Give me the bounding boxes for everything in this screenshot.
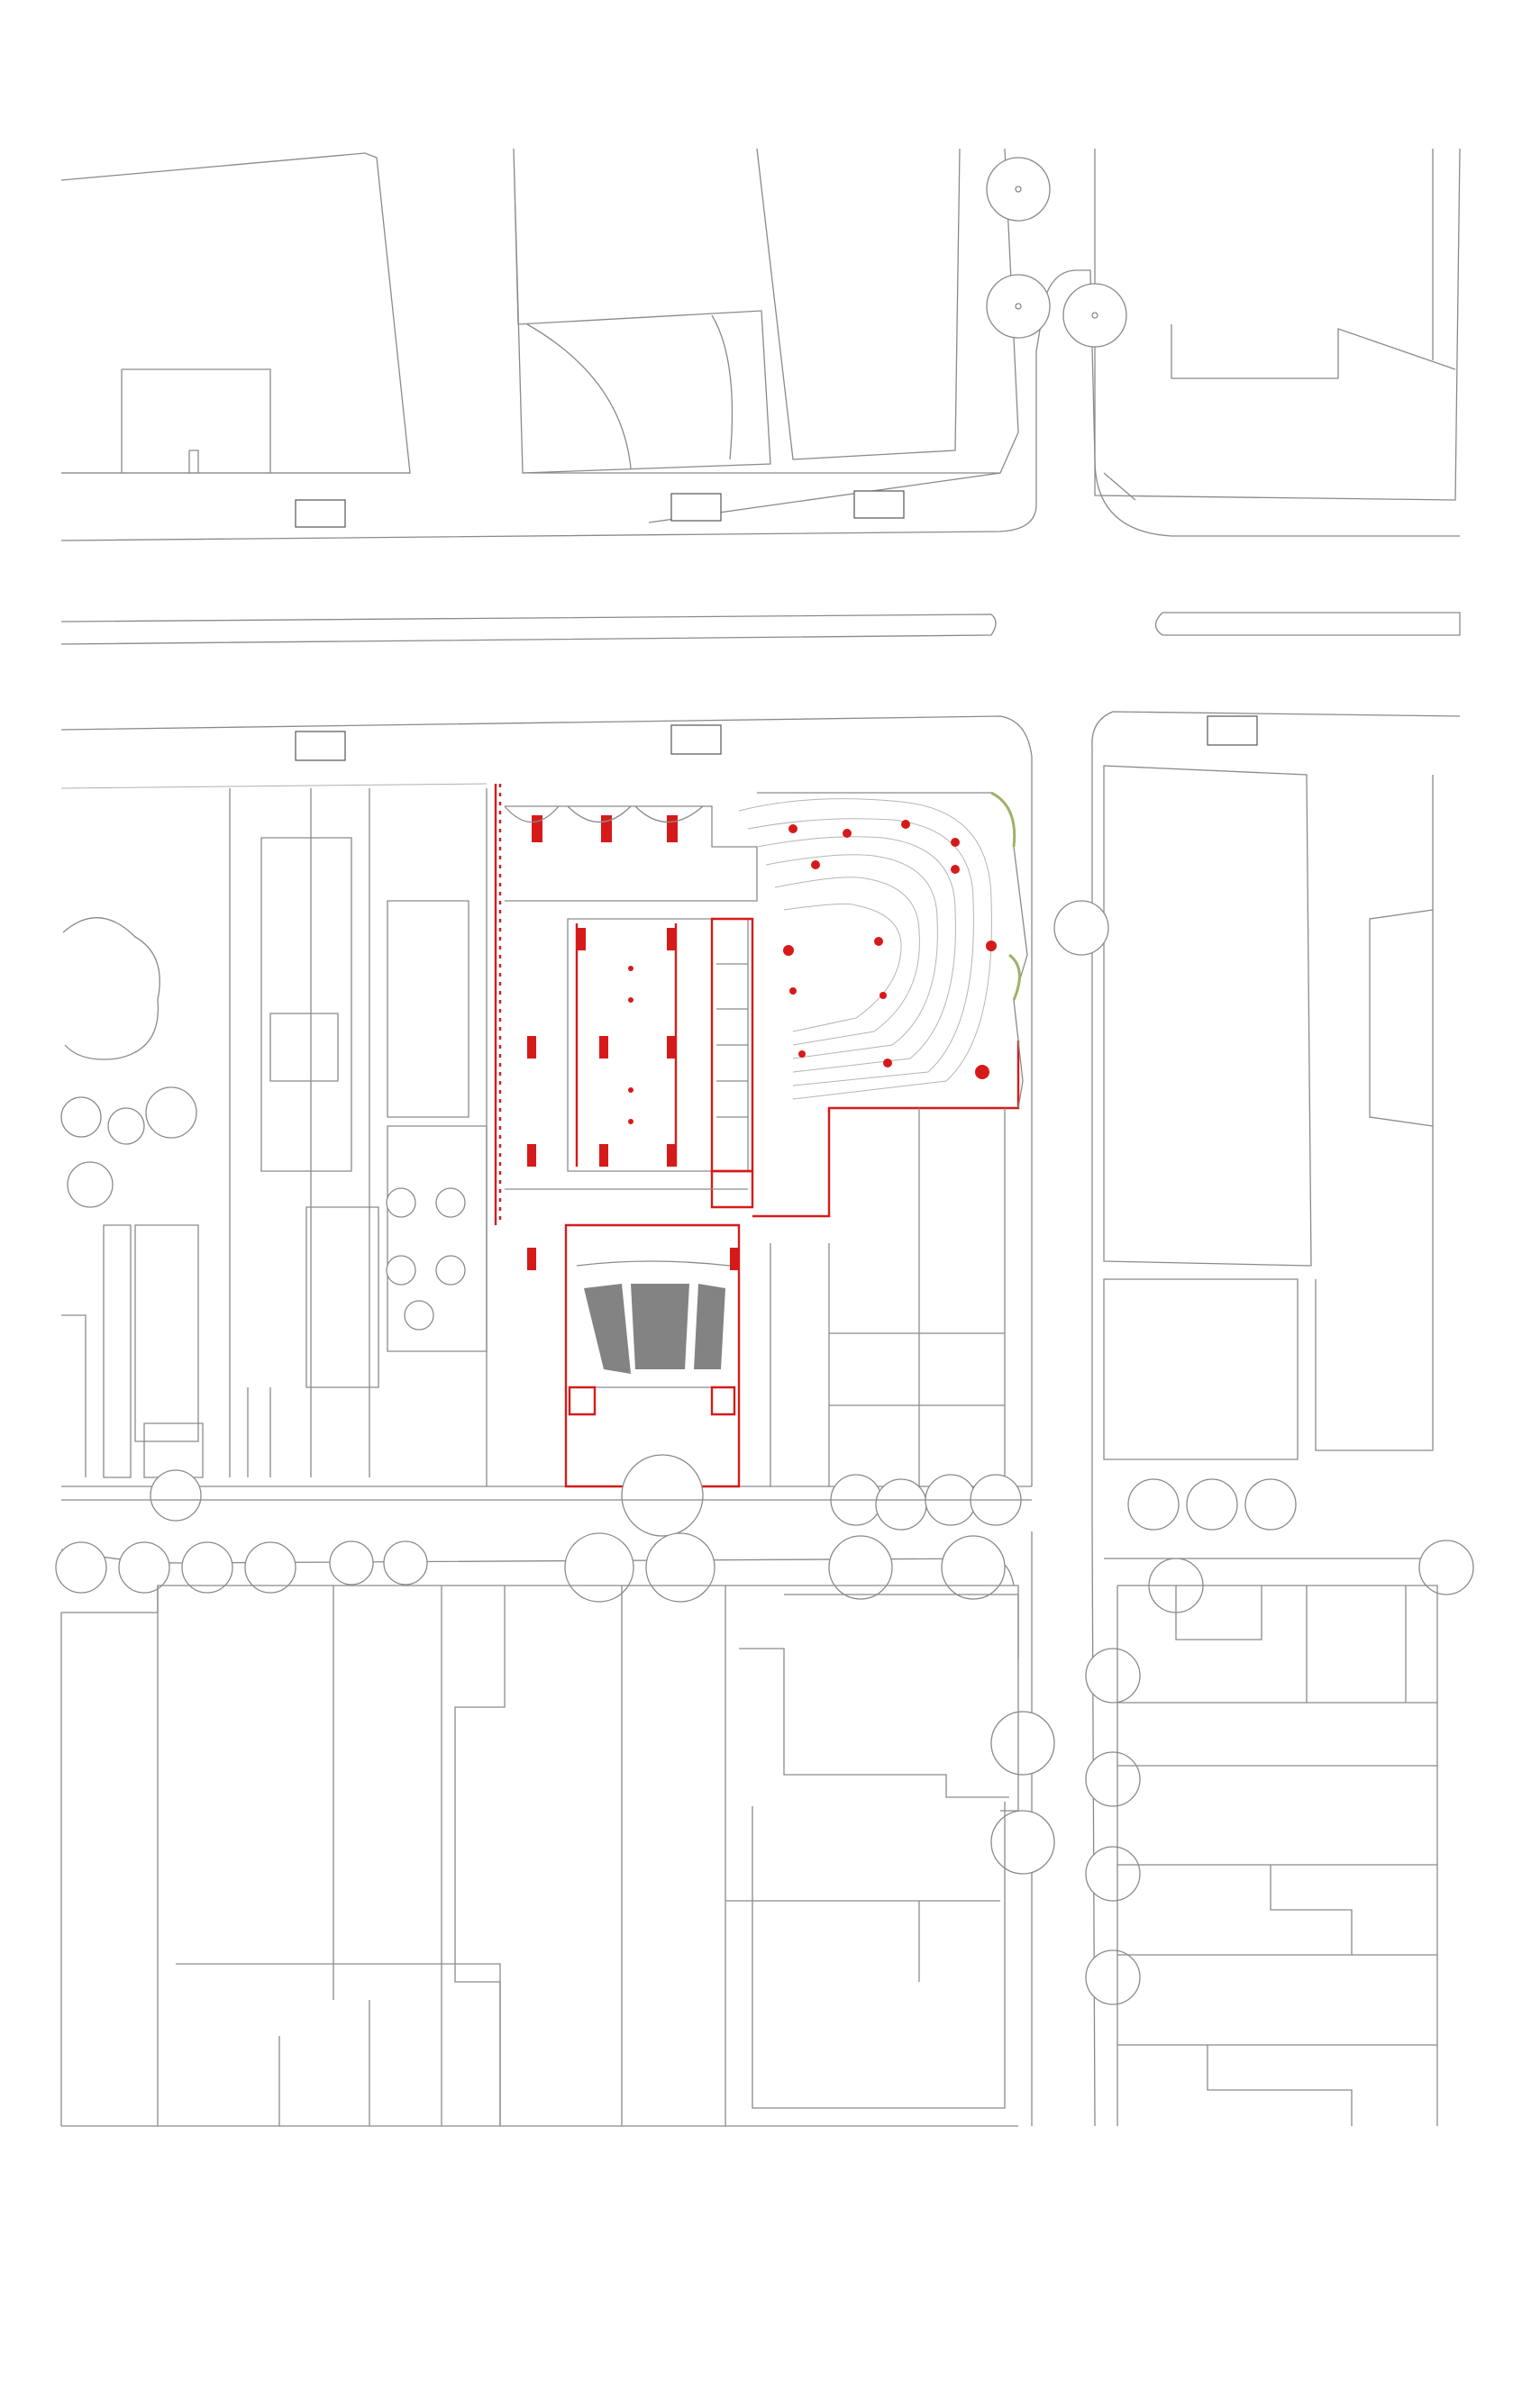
project-building: [494, 784, 1020, 1488]
street-furniture: [295, 490, 1258, 761]
courtyard-contours: [738, 791, 1028, 1109]
north-city-blocks: [60, 148, 1461, 523]
north-streets: [60, 269, 1461, 2127]
north-trees: [986, 157, 1127, 348]
mid-street-trees: [150, 900, 1297, 1537]
south-city-blocks: [60, 1585, 1438, 2127]
west-vegetation: [60, 917, 466, 1331]
west-neighbours: [60, 783, 1032, 1487]
auditorium-seating: [584, 1284, 725, 1374]
east-neighbours: [770, 765, 1434, 1486]
south-street-trees: [55, 1532, 1474, 2005]
